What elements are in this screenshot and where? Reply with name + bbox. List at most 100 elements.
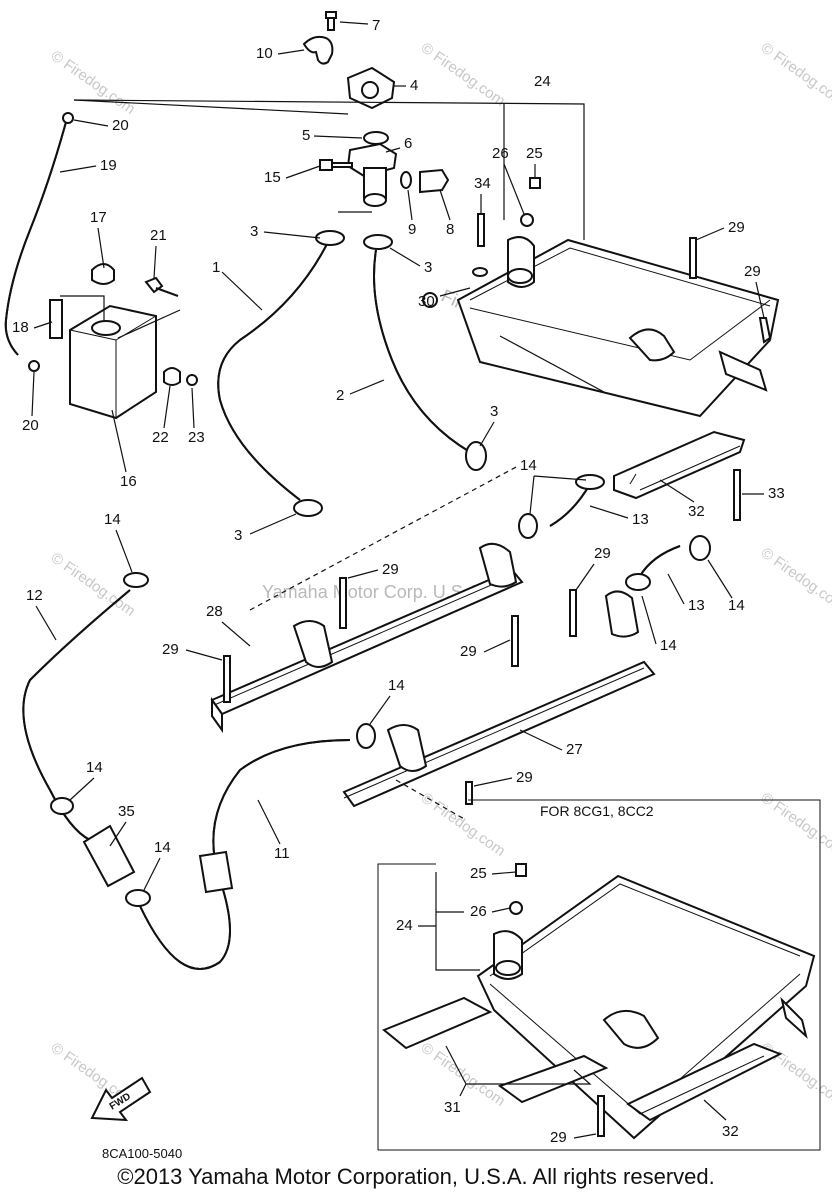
label-26b: 26 — [470, 903, 487, 920]
clamp-3 — [363, 234, 393, 250]
rivet-29 — [223, 655, 231, 703]
label-13a: 13 — [632, 511, 649, 528]
label-14b: 14 — [104, 511, 121, 528]
label-22: 22 — [152, 429, 169, 446]
clamp-3 — [465, 441, 487, 471]
cooler-27 — [342, 589, 656, 808]
label-21: 21 — [150, 227, 167, 244]
label-12: 12 — [26, 587, 43, 604]
nut-26 — [520, 213, 534, 227]
label-14e: 14 — [388, 677, 405, 694]
label-25: 25 — [526, 145, 543, 162]
label-24: 24 — [534, 73, 551, 90]
clamp-3 — [315, 230, 345, 246]
inlet-24-mouth — [507, 268, 533, 284]
nut-23 — [186, 374, 198, 386]
pipe-35 — [82, 824, 136, 888]
housing-outlet — [363, 193, 387, 207]
fwd-arrow: FWD — [90, 1076, 152, 1122]
label-28: 28 — [206, 603, 223, 620]
label-18: 18 — [12, 319, 29, 336]
clamp-14 — [123, 572, 149, 588]
elbow-28 — [292, 620, 334, 668]
label-29b: 29 — [744, 263, 761, 280]
label-5: 5 — [302, 127, 310, 144]
cooler-28 — [210, 542, 524, 734]
label-20b: 20 — [22, 417, 39, 434]
label-4: 4 — [410, 77, 418, 94]
thermostat-assembly — [302, 11, 450, 207]
bolt-15 — [319, 159, 353, 171]
bracket-32b — [626, 1042, 783, 1122]
rivet-33 — [733, 469, 741, 521]
gasket-5 — [363, 131, 389, 145]
fwd-arrow-icon — [90, 1076, 152, 1122]
elbow-fitting — [602, 1009, 660, 1049]
label-3b: 3 — [424, 259, 432, 276]
hoses-lower — [22, 572, 351, 970]
clamp-20-top — [62, 112, 74, 124]
bracket-32 — [613, 430, 746, 500]
diagram-code: 8CA100-5040 — [102, 1146, 182, 1161]
elbow-27 — [386, 724, 428, 772]
label-14d: 14 — [660, 637, 677, 654]
label-32a: 32 — [688, 503, 705, 520]
washer-9 — [400, 171, 412, 189]
hose-13 — [549, 483, 591, 527]
label-3a: 3 — [250, 223, 258, 240]
label-15: 15 — [264, 169, 281, 186]
clamp-3 — [293, 499, 323, 517]
plate-31 — [382, 996, 493, 1050]
label-14f: 14 — [86, 759, 103, 776]
label-10: 10 — [256, 45, 273, 62]
label-14c: 14 — [728, 597, 745, 614]
elbow-27b — [604, 590, 640, 638]
hose-1 — [217, 237, 331, 501]
label-16: 16 — [120, 473, 137, 490]
watermark: © Firedog.com — [758, 544, 832, 614]
hose-12 — [22, 589, 131, 841]
clamp-20-bottom — [28, 360, 40, 372]
cap-17 — [91, 263, 115, 285]
label-17: 17 — [90, 209, 107, 226]
label-24b: 24 — [396, 917, 413, 934]
label-27: 27 — [566, 741, 583, 758]
rivet-34 — [477, 213, 485, 247]
clamp-14 — [125, 889, 151, 907]
heat-exchanger-24b — [476, 874, 816, 1140]
bolt-25 — [515, 863, 527, 877]
clamp-14 — [625, 573, 651, 591]
label-8: 8 — [446, 221, 454, 238]
rivet-29 — [689, 237, 697, 279]
label-32b: 32 — [722, 1123, 739, 1140]
label-35: 35 — [118, 803, 135, 820]
label-14g: 14 — [154, 839, 171, 856]
nut-26 — [509, 901, 523, 915]
reservoir-assembly — [4, 112, 198, 420]
bolt-7 — [325, 11, 337, 31]
label-3c: 3 — [490, 403, 498, 420]
label-1: 1 — [212, 259, 220, 276]
label-31: 31 — [444, 1099, 461, 1116]
sleeve-11 — [198, 850, 234, 894]
washer-30 — [472, 267, 488, 277]
label-2: 2 — [336, 387, 344, 404]
inset-box — [377, 799, 821, 1151]
label-19: 19 — [100, 157, 117, 174]
rivet-29 — [511, 615, 519, 667]
label-33: 33 — [768, 485, 785, 502]
tube-18 — [49, 299, 63, 339]
heat-exchanger-end — [780, 996, 808, 1039]
label-29g: 29 — [516, 769, 533, 786]
rivet-29 — [465, 781, 473, 805]
elbow-28b — [478, 542, 518, 588]
sensor-8 — [419, 168, 450, 194]
watermark: © Firedog.com — [418, 39, 509, 109]
label-29h: 29 — [550, 1129, 567, 1146]
label-29a: 29 — [728, 219, 745, 236]
rivet-29 — [569, 589, 577, 637]
rivet-29 — [339, 577, 347, 629]
callout-labels: 7 10 4 5 6 15 20 19 24 26 25 34 9 8 3 3 … — [12, 17, 785, 1146]
heat-exchanger-upper — [422, 177, 780, 418]
watermark: © Firedog.com — [418, 1039, 509, 1109]
